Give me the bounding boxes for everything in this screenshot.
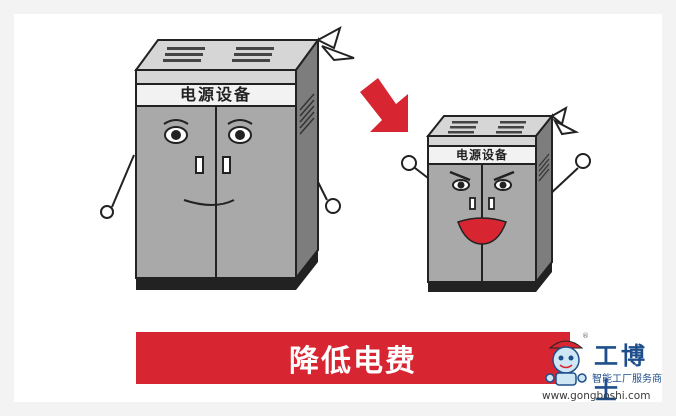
registered-mark: ®	[582, 332, 589, 340]
big-handle-left	[195, 156, 204, 174]
banner-text: 降低电费	[289, 344, 417, 379]
big-base	[136, 250, 318, 290]
small-right-hand	[575, 153, 591, 169]
big-left-arm	[111, 154, 135, 208]
big-handle-right	[222, 156, 231, 174]
logo-tagline: 智能工厂服务商	[592, 374, 662, 385]
logo-url: www.gongboshi.com	[542, 390, 651, 402]
small-cabinet-label: 电源设备	[455, 148, 508, 162]
logo-name: 工博士	[594, 342, 648, 405]
big-cabinet	[100, 25, 355, 290]
big-eyes	[163, 119, 253, 144]
small-cabinet	[401, 105, 591, 292]
small-top	[425, 115, 555, 137]
big-left-hand	[100, 205, 114, 219]
big-cabinet-label: 电源设备	[179, 85, 252, 104]
big-right-hand	[325, 198, 341, 214]
small-flag	[550, 105, 568, 126]
small-eyes	[449, 170, 515, 191]
big-flag	[315, 25, 342, 50]
red-arrow-icon	[360, 78, 408, 132]
small-left-hand	[401, 155, 417, 171]
big-side	[295, 36, 319, 281]
small-left-arm	[414, 167, 429, 179]
brand-logo: ® 工博士 智能工厂服务商 www.gongboshi.com	[540, 332, 670, 408]
small-base	[428, 262, 552, 292]
small-side	[535, 113, 553, 285]
big-mouth	[183, 199, 235, 206]
small-mouth	[457, 217, 507, 245]
robot-mascot-icon	[545, 340, 587, 386]
reduce-cost-banner: 降低电费	[136, 332, 570, 384]
big-top	[134, 39, 320, 71]
